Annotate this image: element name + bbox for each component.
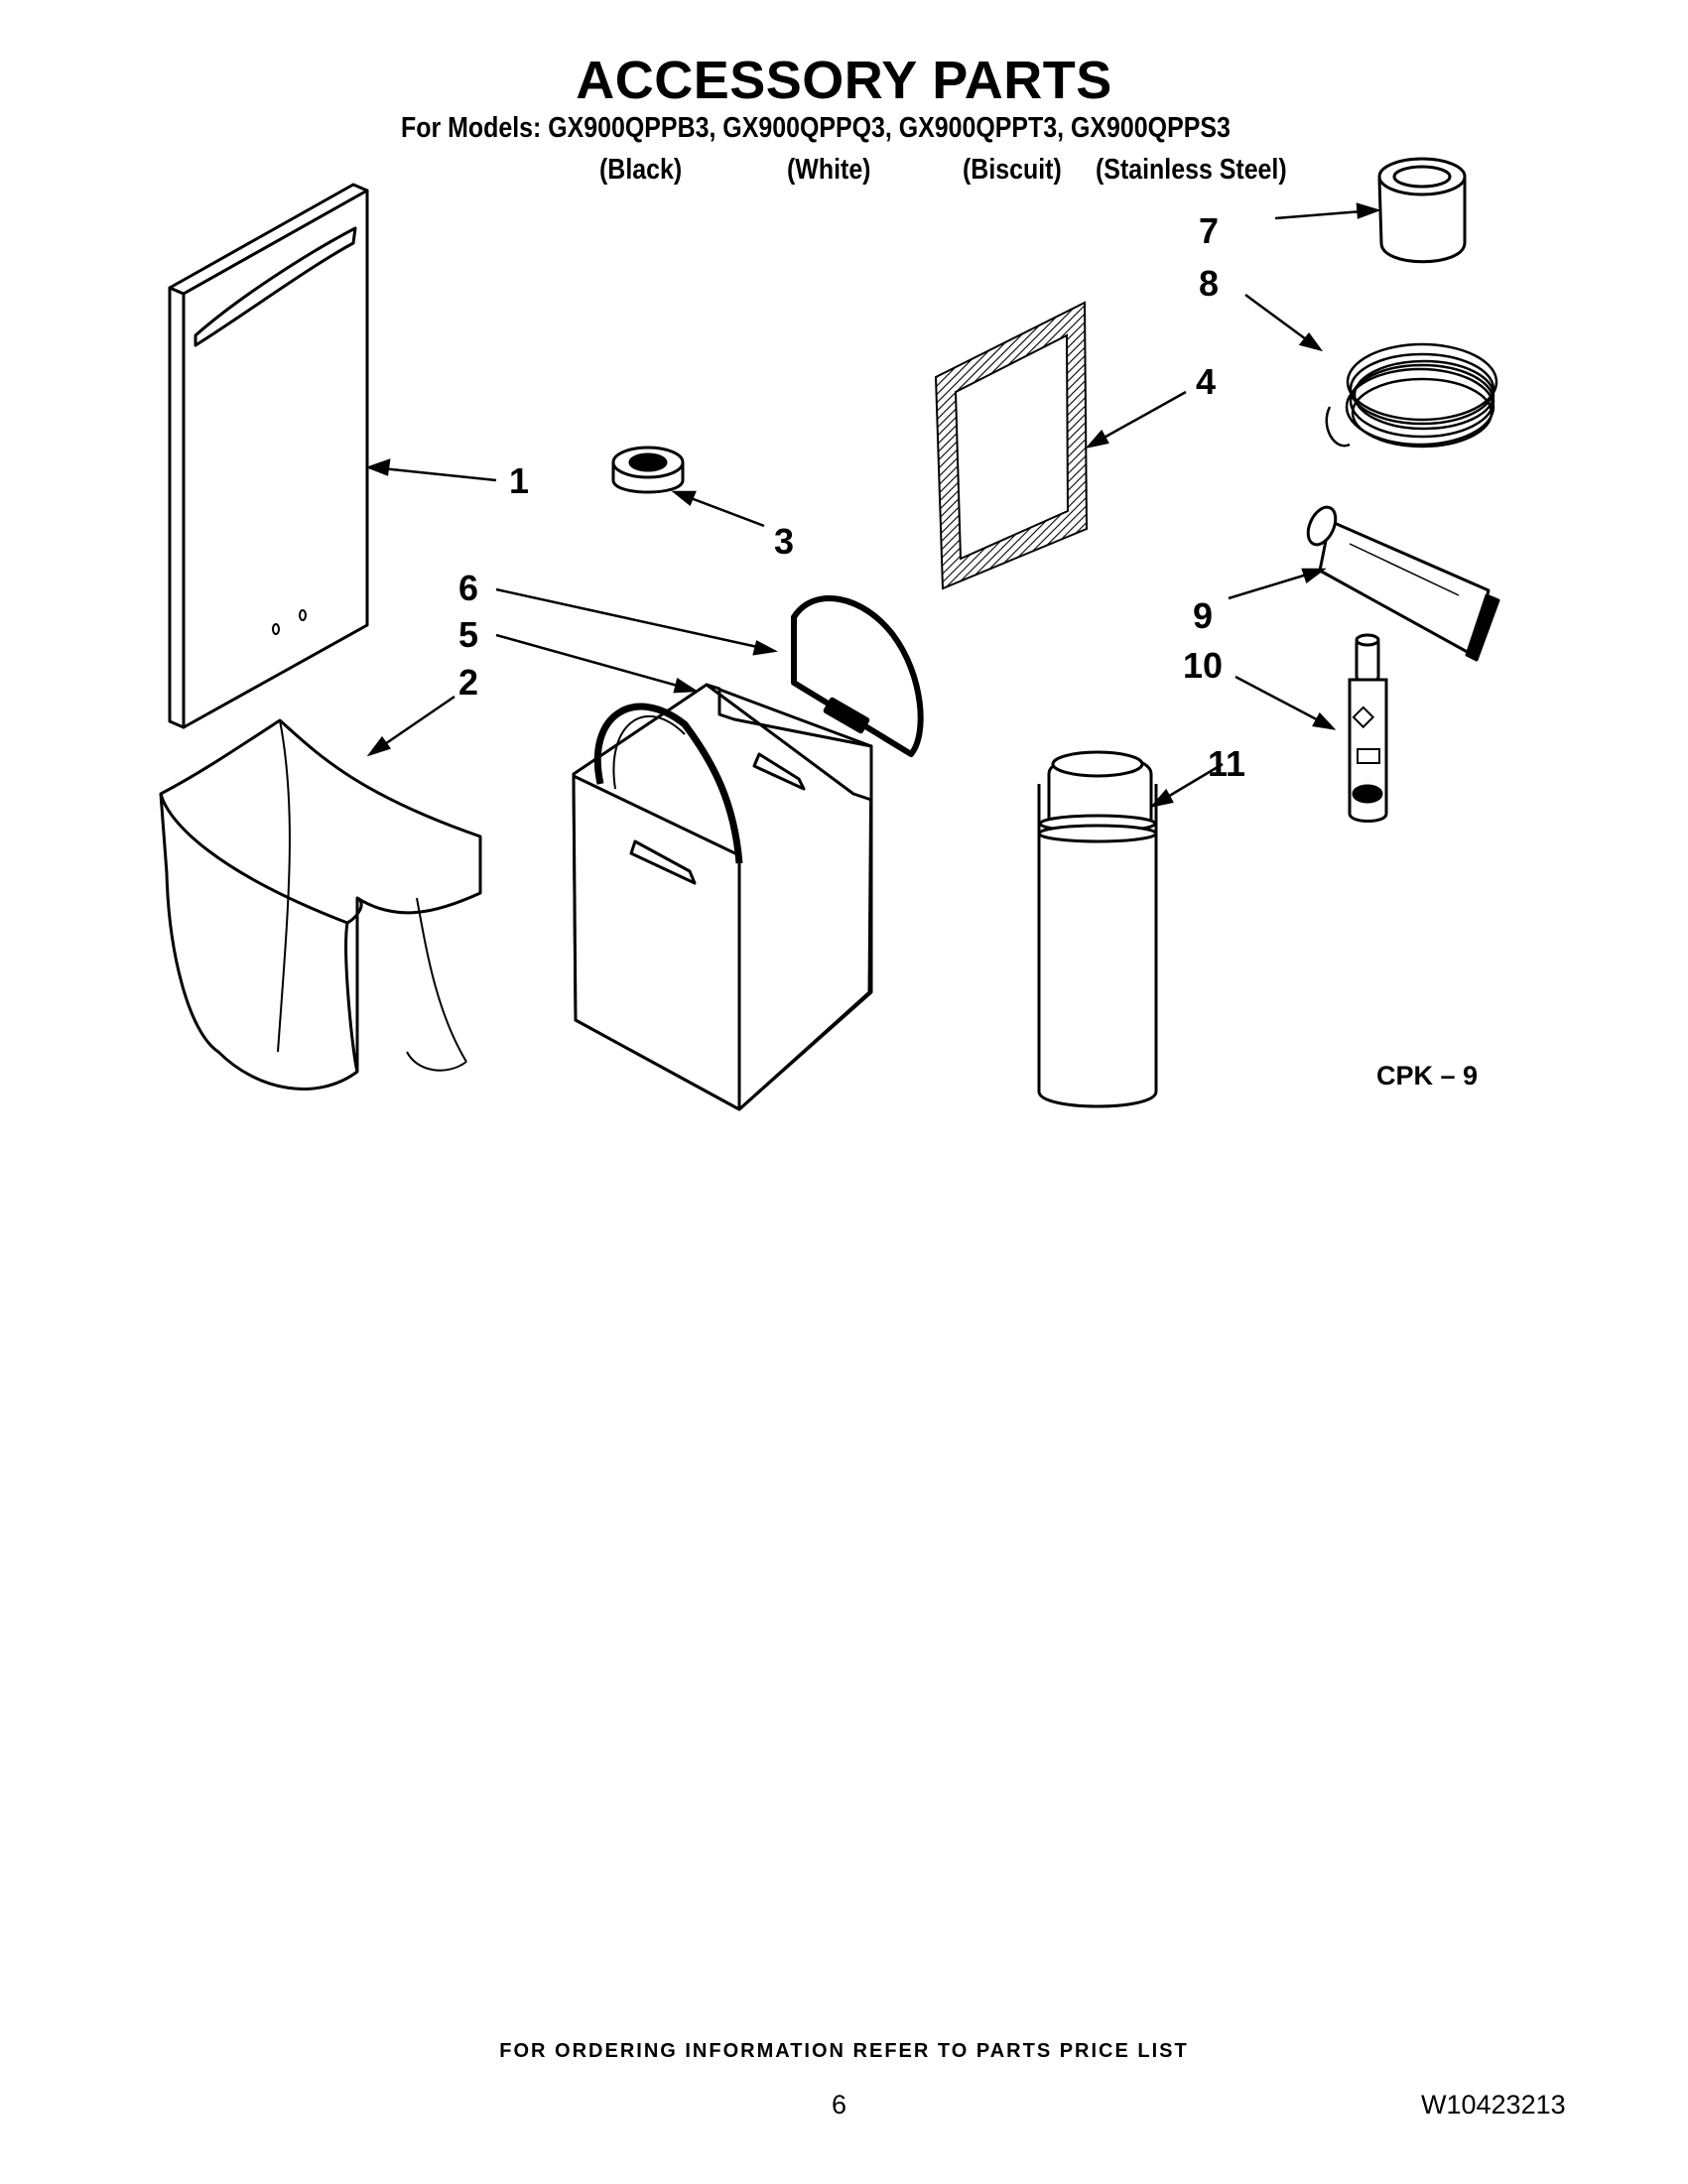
- color-biscuit: (Biscuit): [963, 154, 1062, 186]
- callout-1: 1: [509, 460, 529, 501]
- callout-3: 3: [774, 521, 794, 562]
- callout-2: 2: [458, 662, 478, 703]
- callout-9: 9: [1193, 595, 1213, 636]
- handle-part: [791, 595, 924, 757]
- cord-coil-part: [1325, 342, 1498, 449]
- leader-lines: [365, 202, 1381, 808]
- cap-part: [611, 446, 685, 494]
- color-white: (White): [787, 154, 871, 186]
- small-bottle-part: [1348, 633, 1388, 823]
- page-number: 6: [832, 2090, 847, 2120]
- document-number: W10423213: [1421, 2090, 1566, 2120]
- callout-10: 10: [1183, 645, 1223, 686]
- callout-7: 7: [1199, 210, 1219, 251]
- diagram-code: CPK – 9: [1376, 1061, 1478, 1091]
- callout-6: 6: [458, 568, 478, 608]
- callout-4: 4: [1196, 361, 1216, 402]
- trash-bag-part: [159, 718, 482, 1091]
- page-title: ACCESSORY PARTS: [576, 51, 1112, 110]
- callout-numbers: 1 2 3 4 5 6 7 8 9 10 11 CPK – 9: [458, 210, 1478, 1091]
- color-stainless-steel: (Stainless Steel): [1096, 154, 1287, 186]
- tape-roll-part: [1377, 157, 1467, 264]
- color-black: (Black): [599, 154, 683, 186]
- exploded-parts-diagram: 1 2 3 4 5 6 7 8 9 10 11 CPK – 9: [159, 157, 1500, 1111]
- door-panel-part: [168, 183, 369, 729]
- models-line: For Models: GX900QPPB3, GX900QPPQ3, GX90…: [401, 112, 1231, 144]
- callout-11: 11: [1208, 743, 1245, 784]
- aerosol-can-part: [1037, 750, 1158, 1108]
- bin-caddy-part: [572, 683, 873, 1111]
- callout-5: 5: [458, 614, 478, 655]
- ordering-note: FOR ORDERING INFORMATION REFER TO PARTS …: [499, 2040, 1189, 2062]
- callout-8: 8: [1199, 263, 1219, 304]
- gasket-part: [934, 301, 1089, 590]
- lubricant-tube-part: [1306, 505, 1500, 662]
